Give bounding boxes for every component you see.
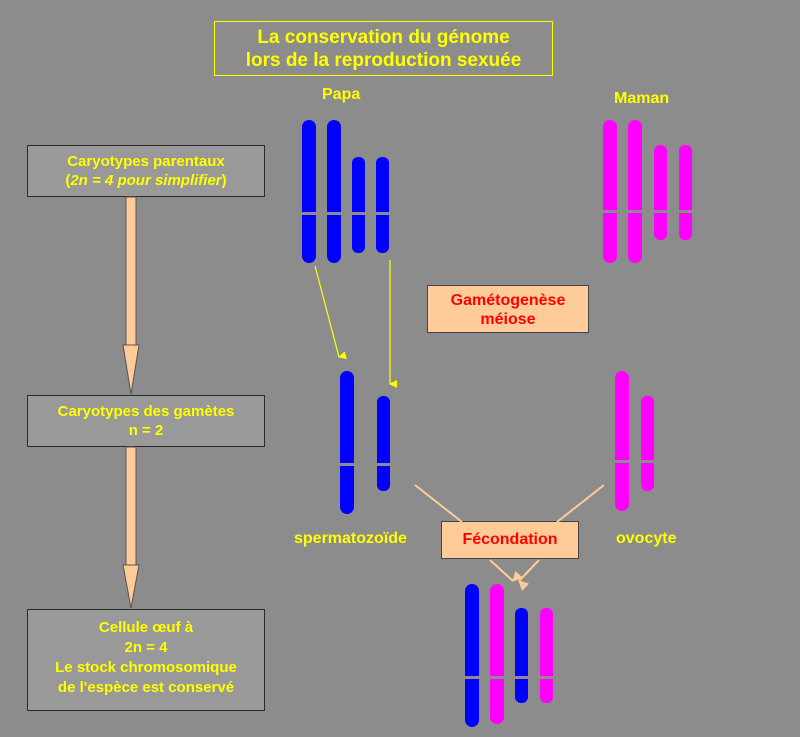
gametogenesis-line-1: Gamétogenèse <box>450 292 566 309</box>
chromosome-icon <box>465 584 479 727</box>
sperm-to-fertilization-line <box>414 484 463 523</box>
step-zygote-line-4: de l'espèce est conservé <box>57 679 235 696</box>
step-gametes-line-1: Caryotypes des gamètes <box>57 403 235 420</box>
chromosome-icon <box>628 120 642 263</box>
down-arrow-icon <box>122 446 140 609</box>
chromosome-icon <box>376 157 389 253</box>
chromosome-icon <box>377 396 390 491</box>
chromosome-icon <box>615 371 629 511</box>
meiosis-arrow-1 <box>314 265 347 360</box>
step-zygote-line-1: Cellule œuf à <box>98 619 194 636</box>
chromosome-icon <box>515 608 528 703</box>
father-label: Papa <box>322 86 361 103</box>
chromosome-icon <box>327 120 341 263</box>
gametogenesis-line-2: méiose <box>480 311 536 328</box>
chromosome-icon <box>540 608 553 703</box>
egg-to-fertilization-line <box>556 484 605 523</box>
step-parental-line-2: (2n = 4 pour simplifier) <box>65 172 227 189</box>
sperm-label: spermatozoïde <box>294 530 407 547</box>
chromosome-icon <box>352 157 365 253</box>
chromosome-icon <box>679 145 692 240</box>
chromosome-icon <box>654 145 667 240</box>
step-zygote-line-2: 2n = 4 <box>124 639 168 656</box>
step-zygote: Cellule œuf à 2n = 4 Le stock chromosomi… <box>27 609 265 711</box>
gametogenesis-box: Gamétogenèse méiose <box>427 285 589 333</box>
mother-label: Maman <box>614 90 670 107</box>
step-parental-line-1: Caryotypes parentaux <box>67 153 225 170</box>
fertilization-arrow-right <box>518 559 540 591</box>
down-arrow-icon <box>122 196 140 395</box>
page-title: La conservation du génome lors de la rep… <box>214 21 553 76</box>
fertilization-arrow-left <box>489 559 523 582</box>
step-gamete-karyotypes: Caryotypes des gamètes n = 2 <box>27 395 265 447</box>
egg-label: ovocyte <box>616 530 677 547</box>
title-line-1: La conservation du génome <box>257 27 510 48</box>
fertilization-label: Fécondation <box>462 531 558 548</box>
chromosome-icon <box>641 396 654 491</box>
chromosome-icon <box>490 584 504 724</box>
chromosome-icon <box>340 371 354 514</box>
chromosome-icon <box>302 120 316 263</box>
step-parental-karyotypes: Caryotypes parentaux (2n = 4 pour simpli… <box>27 145 265 197</box>
title-line-2: lors de la reproduction sexuée <box>245 50 522 71</box>
chromosome-icon <box>603 120 617 263</box>
step-zygote-line-3: Le stock chromosomique <box>55 659 237 676</box>
step-gametes-line-2: n = 2 <box>128 422 164 439</box>
step-parental-italic: 2n = 4 pour simplifier <box>70 172 222 189</box>
fertilization-box: Fécondation <box>441 521 579 559</box>
